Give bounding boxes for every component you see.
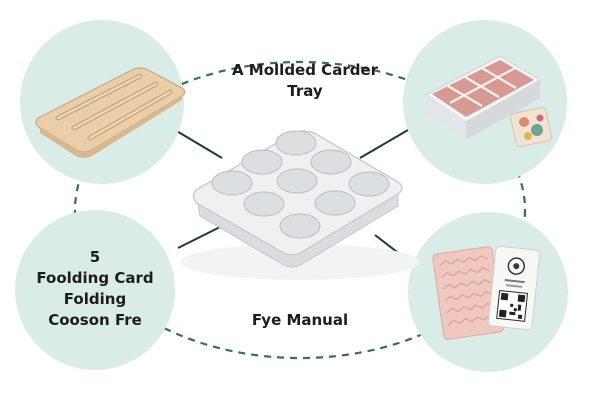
label-line: Folding (63, 290, 127, 308)
label-line: 5 (89, 248, 101, 266)
label-manual: Fye Manual (210, 310, 390, 331)
label-line: Fye Manual (251, 311, 349, 329)
pink-organizer-with-coaster-icon (425, 55, 552, 148)
label-folding-cards: 5 Foolding Card Folding Cooson Fre (22, 247, 168, 331)
connector-top-right (359, 129, 409, 159)
label-line: Foolding Card (36, 269, 154, 287)
label-molded-card-tray: A Mollded Carder Tray (205, 60, 405, 102)
label-line: A Mollded Carder (231, 61, 379, 79)
dashed-ring (73, 60, 527, 360)
label-line: Cooson Fre (48, 311, 142, 329)
muffin-tray-icon (180, 130, 420, 280)
wooden-card-tray-icon (35, 67, 186, 158)
instruction-cards-qr-icon (432, 245, 541, 340)
label-line: Tray (287, 82, 323, 100)
connector-top-left (174, 129, 223, 159)
circle-bottom-left (15, 210, 175, 370)
